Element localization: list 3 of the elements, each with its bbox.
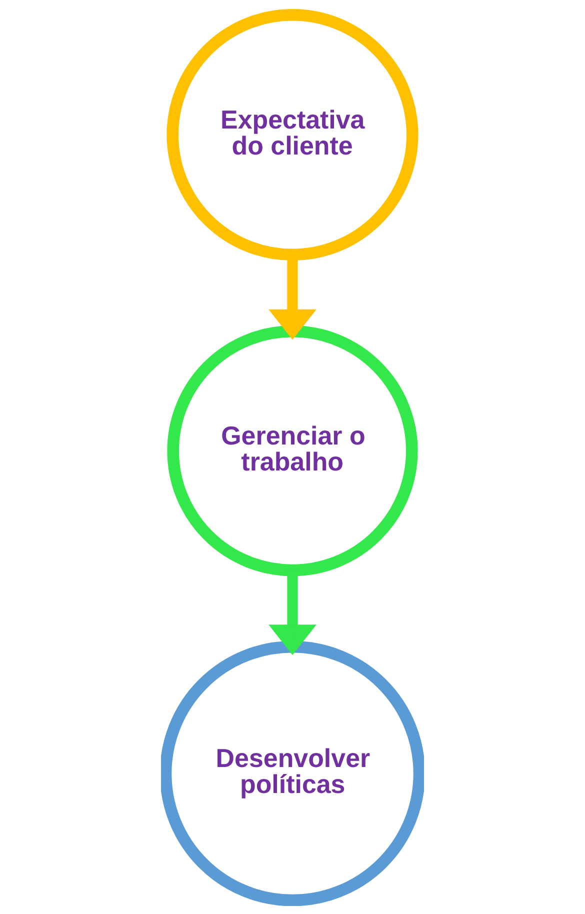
node-circle: Expectativa do cliente xyxy=(166,8,418,260)
node-circle: Desenvolver políticas xyxy=(161,640,424,906)
node-circle: Gerenciar o trabalho xyxy=(167,325,418,576)
